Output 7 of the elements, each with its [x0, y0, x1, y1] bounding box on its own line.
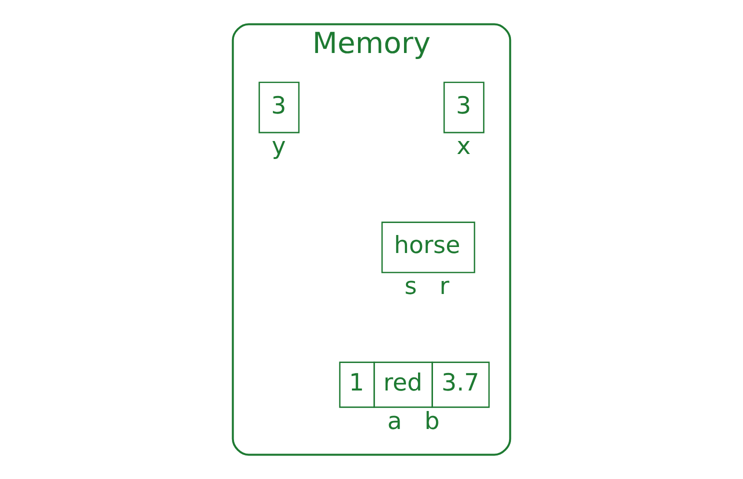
node-label: s r — [404, 272, 450, 300]
node-label: y — [272, 132, 286, 160]
node-label: a b — [387, 406, 440, 435]
node-box: horse — [381, 222, 476, 274]
node-box: 3 — [443, 82, 484, 134]
node-box: 3 — [258, 82, 300, 134]
node-label: x — [456, 132, 471, 160]
